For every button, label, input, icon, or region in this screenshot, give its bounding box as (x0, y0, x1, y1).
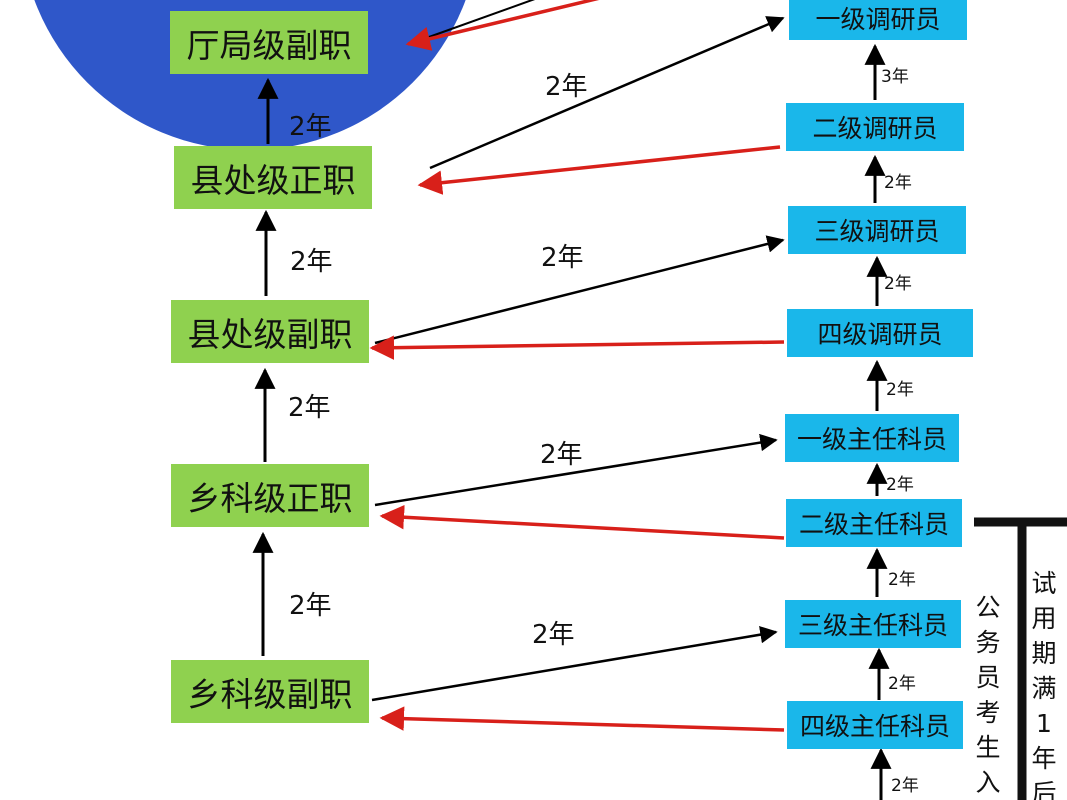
cross-interval-3: 2年 (540, 440, 583, 470)
rank-interval-5: 2年 (886, 475, 914, 495)
rank-interval-3: 2年 (884, 274, 912, 294)
leader-box-4: 乡科级正职 (171, 464, 369, 527)
side-text-exam: 公务员考生入 (975, 593, 1001, 797)
leader-label-1: 厅局级副职 (186, 25, 352, 65)
rank-box-5: 一级主任科员 (785, 414, 959, 462)
rank-interval-6: 2年 (888, 570, 916, 590)
arrow-black-4 (374, 433, 778, 507)
leader-label-5: 乡科级副职 (187, 674, 353, 714)
rank-label-7: 三级主任科员 (797, 611, 948, 640)
side-text-probation: 试用期满1年后 (1031, 569, 1057, 800)
arrow-red-4 (379, 504, 785, 540)
arrow-black-3 (374, 235, 785, 345)
rank-label-5: 一级主任科员 (796, 425, 947, 454)
cross-interval-4: 2年 (532, 620, 575, 650)
arrow-black-5 (371, 625, 778, 702)
cross-interval-2: 2年 (541, 243, 584, 273)
arrow-red-5 (379, 706, 785, 732)
leader-label-2: 县处级正职 (190, 160, 356, 200)
arrow-red-1 (405, 0, 600, 51)
arrow-black-1 (414, 0, 536, 43)
rank-box-6: 二级主任科员 (786, 499, 962, 547)
rank-interval-2: 2年 (884, 173, 912, 193)
leader-label-4: 乡科级正职 (187, 478, 353, 518)
rank-box-3: 三级调研员 (788, 206, 966, 254)
leader-box-3: 县处级副职 (171, 300, 369, 363)
rank-box-4: 四级调研员 (787, 309, 973, 357)
arrow-red-3 (369, 335, 785, 360)
rank-label-8: 四级主任科员 (799, 712, 950, 741)
rank-interval-8: 2年 (891, 776, 919, 796)
rank-label-1: 一级调研员 (815, 4, 941, 34)
leader-box-5: 乡科级副职 (171, 660, 369, 723)
leader-box-1: 厅局级副职 (170, 11, 368, 74)
leader-box-2: 县处级正职 (174, 146, 372, 209)
rank-interval-1: 3年 (881, 67, 909, 87)
leader-interval-3: 2年 (288, 393, 331, 423)
arrow-red-2 (417, 145, 781, 195)
rank-interval-7: 2年 (888, 674, 916, 694)
leader-interval-1: 2年 (289, 112, 332, 142)
rank-box-8: 四级主任科员 (787, 701, 963, 749)
arrow-black-2 (429, 16, 785, 170)
rank-label-3: 三级调研员 (814, 217, 940, 246)
leader-label-3: 县处级副职 (187, 314, 353, 354)
rank-box-2: 二级调研员 (786, 103, 964, 151)
rank-label-2: 二级调研员 (812, 114, 938, 143)
rank-label-4: 四级调研员 (817, 320, 943, 349)
rank-label-6: 二级主任科员 (798, 510, 949, 539)
cross-interval-1: 2年 (545, 72, 588, 102)
rank-interval-4: 2年 (886, 380, 914, 400)
leader-interval-2: 2年 (290, 247, 333, 277)
rank-box-7: 三级主任科员 (785, 600, 961, 648)
rank-box-1: 一级调研员 (789, 0, 967, 40)
leader-interval-4: 2年 (289, 591, 332, 621)
